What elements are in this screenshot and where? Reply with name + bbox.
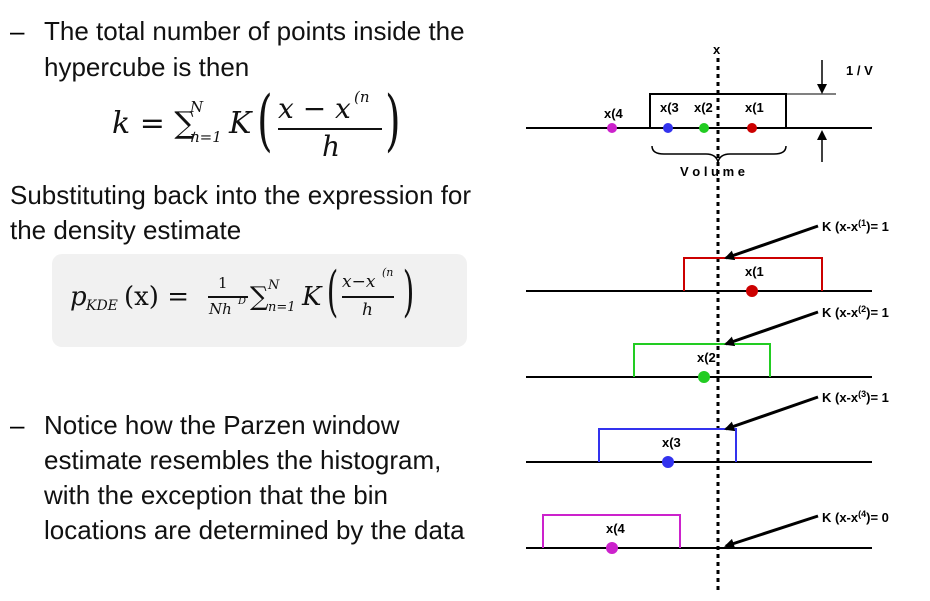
row3-point-label: x(3 [662, 435, 681, 450]
kde-formula-box: p KDE (x) = 1 Nh D ∑ N n=1 K ( x−x (n h … [52, 254, 467, 347]
volume-label: V o l u m e [680, 164, 745, 179]
row3-arrow [724, 395, 819, 432]
row2-arrow [724, 310, 819, 347]
row4-kernel-label: K (x-x(4)= 0 [822, 509, 889, 525]
row1-point [746, 285, 758, 297]
subst-line1: Substituting back into the expression fo… [10, 180, 472, 210]
row4-window [542, 514, 681, 548]
volume-box [649, 93, 787, 129]
top-label-x4: x(4 [604, 106, 624, 121]
point-x1 [747, 123, 757, 133]
row2-kernel-label: K (x-x(2)= 1 [822, 304, 889, 320]
bullet1-line1: The total number of points inside the [44, 16, 465, 46]
row2-point [698, 371, 710, 383]
top-label-x3: x(3 [660, 100, 679, 115]
point-x2 [699, 123, 709, 133]
row4-arrow [724, 514, 819, 549]
bullet2-line3: with the exception that the bin [44, 480, 389, 510]
row1-window [683, 257, 823, 291]
point-x3 [663, 123, 673, 133]
subst-line2: the density estimate [10, 215, 242, 245]
bullet2-line1: Notice how the Parzen window [44, 410, 400, 440]
row3-point [662, 456, 674, 468]
bullet1-line2: hypercube is then [44, 52, 250, 82]
row2-point-label: x(2 [697, 350, 716, 365]
row1-kernel-label: K (x-x(1)= 1 [822, 218, 889, 234]
volume-side-label: 1 / V [846, 63, 873, 78]
bullet-dash: – [10, 16, 25, 46]
row4-point-label: x(4 [606, 521, 626, 536]
bullet2-line4: locations are determined by the data [44, 515, 465, 545]
row3-window [598, 428, 737, 462]
k-formula: k = ∑ N n=1 K ( x − x (n h ) [112, 82, 401, 163]
bullet2-line2: estimate resembles the histogram, [44, 445, 442, 475]
top-label-x1: x(1 [745, 100, 764, 115]
top-label-x2: x(2 [694, 100, 713, 115]
row1-point-label: x(1 [745, 264, 764, 279]
row1-arrow [724, 224, 819, 261]
row2-window [633, 343, 771, 377]
row3-kernel-label: K (x-x(3)= 1 [822, 389, 889, 405]
bullet-dash: – [10, 410, 25, 440]
row4-point [606, 542, 618, 554]
x-label: x [713, 42, 721, 57]
volume-brace [651, 145, 787, 163]
point-x4 [607, 123, 617, 133]
